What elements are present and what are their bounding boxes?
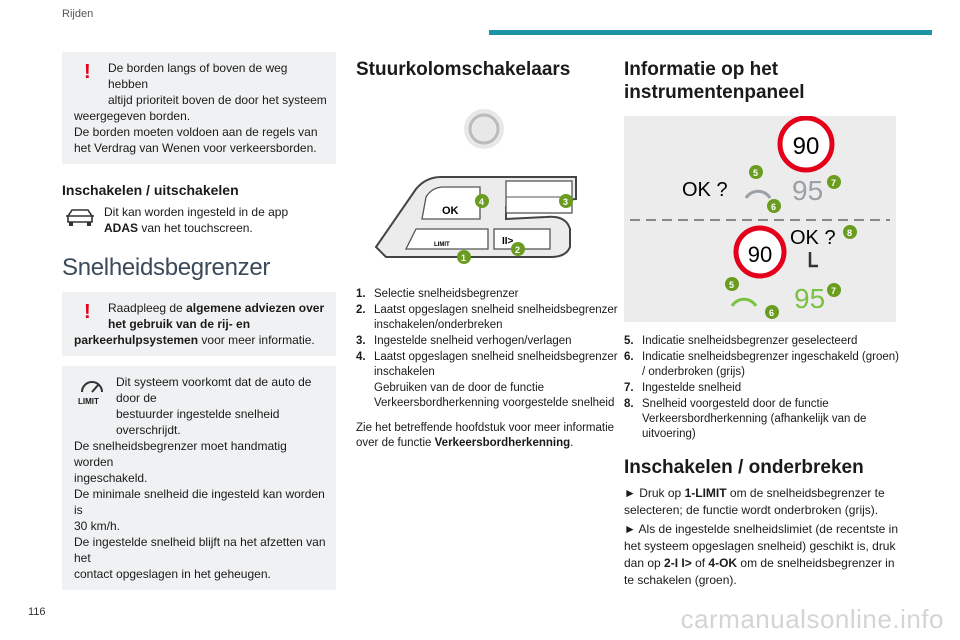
stalk-title: Stuurkolomschakelaars [356, 59, 571, 80]
warning-icon: ! [84, 301, 91, 323]
warning-icon: ! [84, 61, 91, 83]
svg-text:5: 5 [729, 280, 734, 290]
limit-icon-label: LIMIT [78, 397, 99, 406]
speed-sign-top [777, 116, 835, 173]
panel-legend: 5.Indicatie snelheidsbegrenzer geselecte… [624, 334, 904, 442]
limit-text: Dit systeem voorkomt dat de auto de door… [116, 375, 312, 405]
limit-text: De minimale snelheid die ingesteld kan w… [74, 487, 325, 517]
warning-bold: het gebruik van de rij- en [108, 317, 251, 331]
svg-text:2: 2 [515, 245, 520, 255]
warning-box-signs: ! De borden langs of boven de weg hebben… [62, 52, 336, 164]
instruction-2: ► Als de ingestelde snelheidslimiet (de … [624, 522, 899, 587]
page-number: 116 [28, 606, 46, 618]
callout-1 [457, 250, 471, 264]
section-title-speed-limiter: Snelheidsbegrenzer [62, 254, 271, 281]
set-speed-top: 95 [792, 175, 823, 206]
svg-text:6: 6 [769, 308, 774, 318]
speed-sign-bottom [733, 225, 787, 279]
svg-text:7: 7 [831, 286, 836, 296]
warning-line: De borden langs of boven de weg hebben [108, 61, 288, 91]
activate-heading: Inschakelen / onderbreken [624, 457, 864, 478]
limit-text: 30 km/h. [74, 519, 121, 533]
limit-text: De snelheidsbegrenzer moet handmatig wor… [74, 439, 287, 469]
list-item: 5.Indicatie snelheidsbegrenzer geselecte… [624, 335, 858, 347]
svg-text:6: 6 [771, 202, 776, 212]
middle-column: Stuurkolomschakelaars OK LIMIT II> 4 3 2… [356, 52, 620, 451]
ok-button [421, 186, 481, 220]
panel-title-line2: instrumentenpaneel [624, 82, 805, 103]
list-item: 2.Laatst opgeslagen snelheid snelheidsbe… [356, 304, 618, 331]
limiter-icon-grey [744, 189, 772, 199]
watermark: carmanualsonline.info [680, 604, 944, 634]
header-accent-bar [489, 30, 932, 35]
ok-prompt-bottom: OK ? [790, 227, 836, 249]
limit-text: bestuurder ingestelde snelheid overschri… [116, 407, 280, 437]
adas-text: Dit kan worden ingesteld in de app [104, 205, 289, 219]
limit-info-box: LIMIT Dit systeem voorkomt dat de auto d… [62, 366, 336, 590]
warning-text: voor meer informatie. [198, 333, 315, 347]
callout-3 [559, 194, 573, 208]
adas-text-rest: van het touchscreen. [138, 221, 253, 235]
list-item: Gebruiken van de door de functie Verkeer… [374, 382, 615, 409]
warning-line: altijd prioriteit boven de door het syst… [108, 93, 327, 107]
warning-bold: algemene adviezen over [186, 301, 325, 315]
ok-label: OK [442, 205, 459, 217]
list-item: 1.Selectie snelheidsbegrenzer [356, 288, 519, 300]
panel-title-line1: Informatie op het [624, 59, 779, 80]
speed-sign-bottom-value: 90 [748, 242, 772, 267]
list-item: 4.Laatst opgeslagen snelheid snelheidsbe… [356, 351, 618, 378]
warning-box-general: ! Raadpleeg de algemene adviezen over he… [62, 292, 336, 356]
car-icon [62, 204, 98, 232]
list-item: 6.Indicatie snelheidsbegrenzer ingeschak… [624, 351, 899, 378]
svg-text:1: 1 [461, 253, 466, 263]
list-item: 7.Ingestelde snelheid [624, 382, 742, 394]
warning-line: weergegeven borden. [74, 109, 191, 123]
svg-text:4: 4 [479, 197, 484, 207]
toggle-heading: Inschakelen / uitschakelen [62, 182, 239, 198]
left-column: ! De borden langs of boven de weg hebben… [62, 52, 336, 590]
callout-2 [511, 242, 525, 256]
stalk-diagram: OK LIMIT II> 4 3 2 1 [374, 109, 577, 264]
adas-bold: ADAS [104, 221, 139, 235]
limiter-icon-green [730, 297, 758, 307]
speed-sign-top-value: 90 [793, 133, 820, 160]
reference-text: Zie het betreffende hoofdstuk voor meer … [356, 422, 615, 449]
svg-text:8: 8 [847, 228, 852, 238]
instrument-panel-figure: 90 OK ? 95 5 6 7 90 OK ? 8 95 5 6 7 [624, 116, 896, 322]
limit-button-label: LIMIT [434, 242, 450, 248]
limit-text: De ingestelde snelheid blijft na het afz… [74, 535, 326, 565]
warning-line: De borden moeten voldoen aan de regels v… [74, 125, 318, 139]
limit-icon: LIMIT [74, 374, 110, 406]
svg-text:7: 7 [831, 178, 836, 188]
warning-text: Raadpleeg de [108, 301, 187, 315]
list-item: 3.Ingestelde snelheid verhogen/verlagen [356, 335, 572, 347]
adas-row: Dit kan worden ingesteld in de app ADAS … [62, 204, 336, 236]
limit-button [404, 228, 489, 250]
set-speed-bottom: 95 [794, 283, 825, 314]
ok-prompt-top: OK ? [682, 179, 728, 201]
instruction-1: ► Druk op 1-LIMIT om de snelheidsbegrenz… [624, 486, 885, 517]
warning-bold: parkeerhulpsystemen [74, 333, 199, 347]
limit-text: contact opgeslagen in het geheugen. [74, 567, 271, 581]
limit-text: ingeschakeld. [74, 471, 148, 485]
warning-line: het Verdrag van Wenen voor verkeersborde… [74, 141, 317, 155]
svg-text:3: 3 [563, 197, 568, 207]
running-header: Rijden [62, 8, 94, 20]
callout-4 [475, 194, 489, 208]
svg-text:II>: II> [502, 236, 514, 247]
svg-text:5: 5 [753, 168, 758, 178]
right-column: Informatie op het instrumentenpaneel 90 … [624, 52, 904, 591]
stalk-legend: 1.Selectie snelheidsbegrenzer 2.Laatst o… [356, 287, 620, 411]
list-item: 8.Snelheid voorgesteld door de functie V… [624, 398, 867, 440]
